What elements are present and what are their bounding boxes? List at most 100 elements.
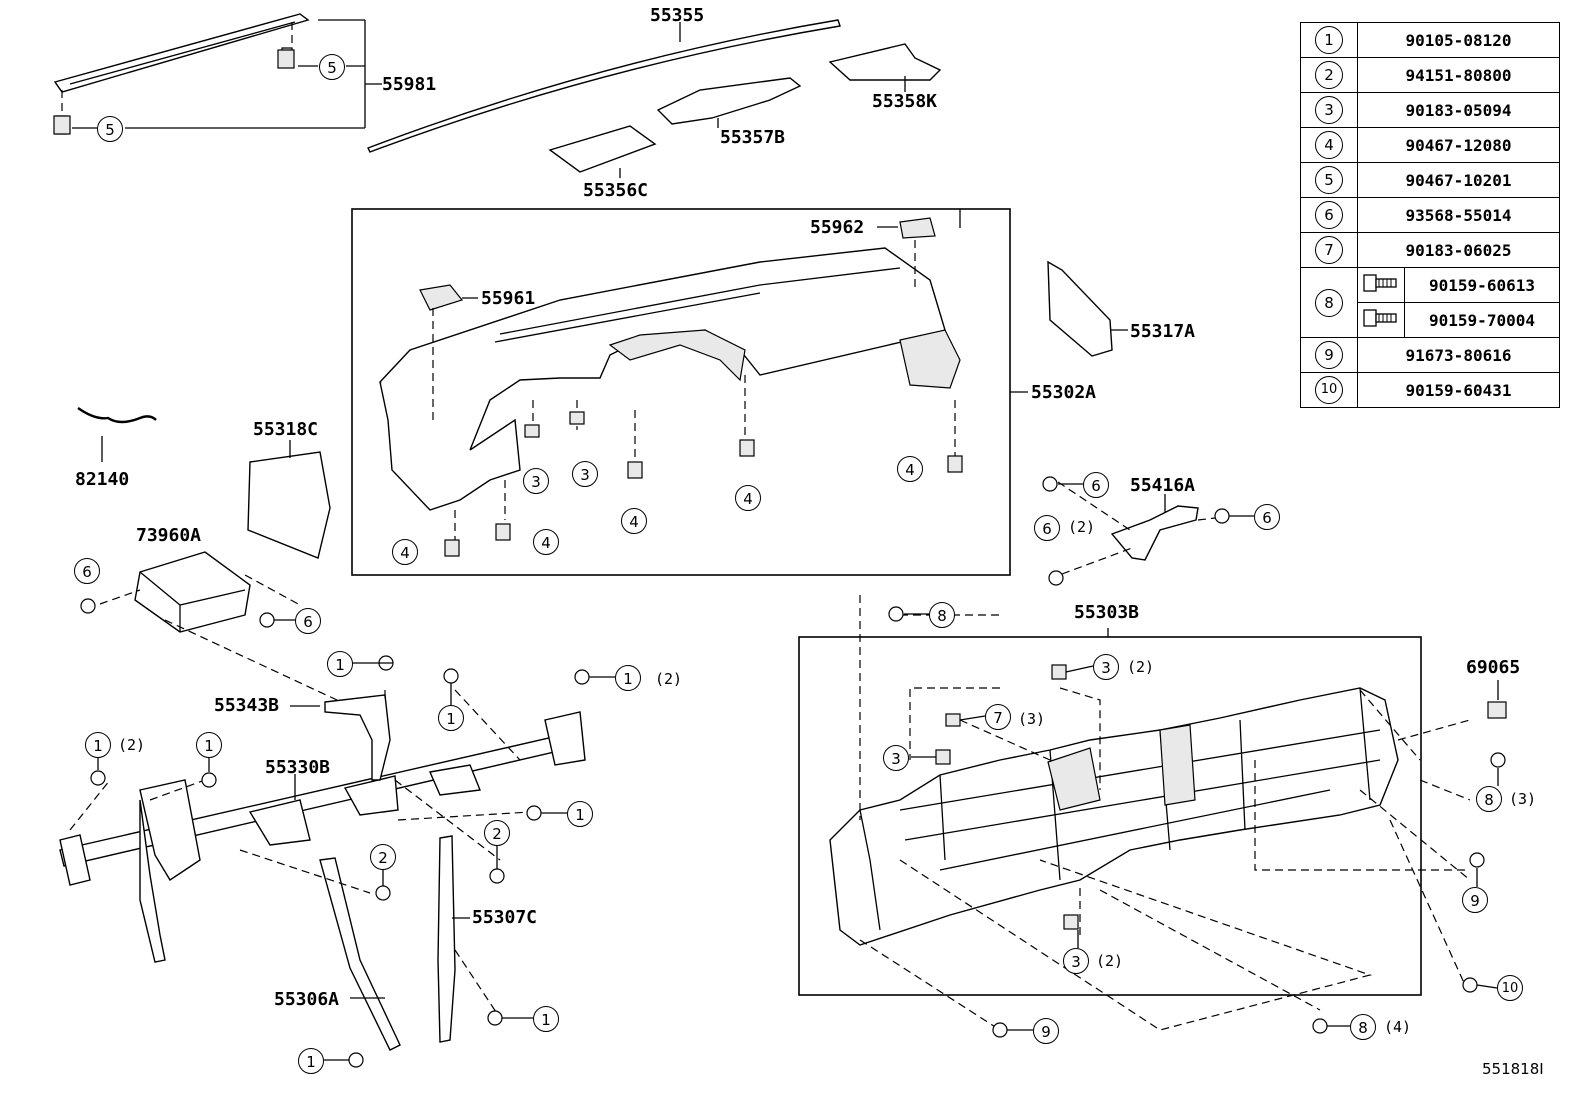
legend-part-number: 90159-70004 — [1404, 302, 1560, 338]
callout-3: 3 — [1093, 654, 1119, 680]
legend-row: 6 93568-55014 — [1300, 197, 1560, 233]
legend-row: 8 90159-60613 — [1300, 267, 1560, 338]
callout-7: 7 — [985, 704, 1011, 730]
label-55302A: 55302A — [1031, 382, 1097, 403]
qty-label: (2) — [1068, 518, 1096, 536]
legend-row: 90159-70004 — [1301, 302, 1560, 338]
callout-3: 3 — [523, 468, 549, 494]
label-55358K: 55358K — [872, 91, 938, 112]
panel-55318C — [247, 451, 331, 559]
legend-part-number: 90467-10201 — [1357, 162, 1560, 198]
pad-55356C — [548, 125, 657, 173]
brace-55306A — [319, 857, 401, 1051]
label-55357B: 55357B — [720, 127, 786, 148]
label-55318C: 55318C — [253, 419, 319, 440]
qty-label: (4) — [1384, 1018, 1412, 1036]
parts-legend-table: 1 90105-08120 2 94151-80800 3 90183-0509… — [1300, 22, 1560, 408]
pad-55358K — [828, 43, 942, 81]
legend-part-number: 90183-05094 — [1357, 92, 1560, 128]
bracket-55416A — [1110, 505, 1199, 561]
label-55317A: 55317A — [1130, 321, 1196, 342]
brace-55307C — [437, 835, 456, 1043]
bracket-55343B — [324, 694, 391, 781]
label-55962: 55962 — [810, 217, 865, 238]
callout-1: 1 — [196, 732, 222, 758]
label-55303B: 55303B — [1074, 602, 1140, 623]
callout-2: 2 — [484, 820, 510, 846]
legend-part-number: 90159-60613 — [1404, 267, 1560, 303]
airbag-73960A — [134, 551, 251, 633]
callout-6: 6 — [1083, 472, 1109, 498]
legend-part-number: 93568-55014 — [1357, 197, 1560, 233]
callout-3: 3 — [883, 745, 909, 771]
callout-1: 1 — [615, 665, 641, 691]
callout-1: 1 — [533, 1006, 559, 1032]
callout-10: 10 — [1497, 975, 1523, 1001]
qty-label: (3) — [1018, 710, 1046, 728]
legend-row: 7 90183-06025 — [1300, 232, 1560, 268]
label-69065: 69065 — [1466, 657, 1521, 678]
label-55355: 55355 — [650, 5, 705, 26]
callout-6: 6 — [295, 608, 321, 634]
qty-label: (2) — [1127, 658, 1155, 676]
bolt-flange-icon — [1363, 274, 1397, 292]
instrument-panel-55302A — [379, 217, 961, 511]
pad-55357B — [656, 77, 802, 125]
clip-69065 — [1487, 701, 1507, 719]
lower-frame-box — [798, 636, 1422, 996]
tube-55330B — [59, 711, 586, 963]
label-55306A: 55306A — [274, 989, 340, 1010]
qty-label: (2) — [1096, 952, 1124, 970]
callout-5: 5 — [97, 116, 123, 142]
label-55307C: 55307C — [472, 907, 538, 928]
legend-row: 3 90183-05094 — [1300, 92, 1560, 128]
diagram-code: 551818I — [1482, 1060, 1544, 1078]
callout-3: 3 — [1063, 948, 1089, 974]
callout-1: 1 — [438, 705, 464, 731]
callout-1: 1 — [85, 732, 111, 758]
callout-4: 4 — [533, 529, 559, 555]
qty-label: (3) — [1509, 790, 1537, 808]
qty-label: (2) — [655, 670, 683, 688]
legend-part-number: 90159-60431 — [1357, 372, 1560, 408]
label-82140: 82140 — [75, 469, 130, 490]
qty-label: (2) — [118, 736, 146, 754]
label-55343B: 55343B — [214, 695, 280, 716]
label-55981: 55981 — [382, 74, 437, 95]
legend-key: 6 — [1315, 201, 1343, 229]
legend-key: 1 — [1315, 26, 1343, 54]
callout-1: 1 — [567, 801, 593, 827]
legend-row: 5 90467-10201 — [1300, 162, 1560, 198]
callout-9: 9 — [1033, 1018, 1059, 1044]
callout-4: 4 — [897, 456, 923, 482]
legend-key: 2 — [1315, 61, 1343, 89]
legend-row: 4 90467-12080 — [1300, 127, 1560, 163]
callout-3: 3 — [572, 461, 598, 487]
legend-row: 1 90105-08120 — [1300, 22, 1560, 58]
legend-key: 10 — [1315, 376, 1343, 404]
reinforcement-55303B — [829, 687, 1399, 946]
legend-key: 4 — [1315, 131, 1343, 159]
callout-5: 5 — [319, 54, 345, 80]
clips — [53, 49, 963, 557]
legend-key: 7 — [1315, 236, 1343, 264]
callout-8: 8 — [1476, 786, 1502, 812]
label-55416A: 55416A — [1130, 475, 1196, 496]
bolt-flange-icon — [1363, 309, 1397, 327]
legend-part-number: 90105-08120 — [1357, 22, 1560, 58]
label-55961: 55961 — [481, 288, 536, 309]
callout-8: 8 — [1350, 1014, 1376, 1040]
legend-key: 5 — [1315, 166, 1343, 194]
moulding-55355 — [367, 19, 841, 153]
legend-part-number: 90183-06025 — [1357, 232, 1560, 268]
callout-1: 1 — [327, 651, 353, 677]
callout-4: 4 — [621, 508, 647, 534]
legend-row: 9 91673-80616 — [1300, 337, 1560, 373]
wire-82140 — [77, 407, 157, 424]
panel-55317A — [1047, 260, 1113, 357]
legend-part-number: 90467-12080 — [1357, 127, 1560, 163]
callout-6: 6 — [1254, 504, 1280, 530]
callout-2: 2 — [370, 844, 396, 870]
callout-9: 9 — [1462, 887, 1488, 913]
